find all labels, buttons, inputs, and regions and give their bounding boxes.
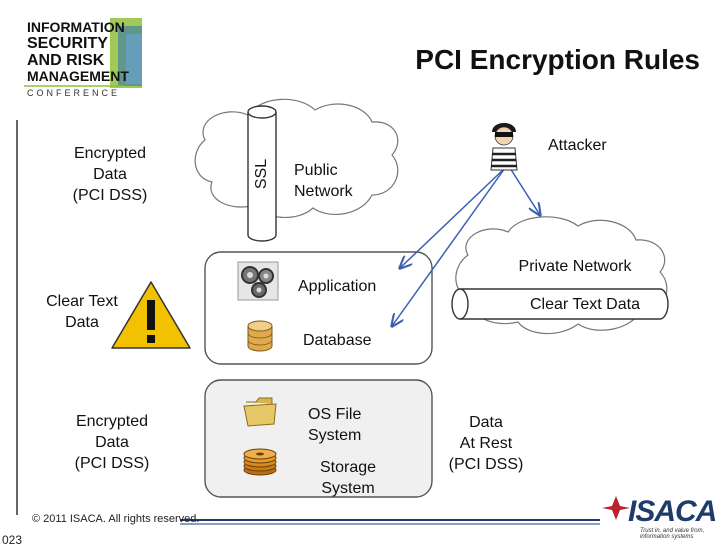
logo-line: AND RISK [27, 52, 105, 69]
attack-arrow-database [392, 167, 506, 326]
isaca-mark-icon [602, 496, 630, 520]
copyright-notice: © 2011 ISACA. All rights reserved. [32, 513, 200, 525]
logo-line: SECURITY [27, 35, 108, 52]
isaca-logo: ISACA [628, 495, 717, 528]
application-label: Application [298, 278, 377, 295]
clear-text-data-label: Clear Text Data [530, 296, 640, 313]
slide-title: PCI Encryption Rules [415, 44, 700, 75]
encrypted-data-top-label: Encrypted Data (PCI DSS) [72, 145, 148, 204]
gears-icon [237, 261, 279, 301]
logo-line: MANAGEMENT [27, 68, 129, 84]
logo-graphic [24, 18, 142, 88]
clear-text-left-label: Clear Text Data [46, 293, 118, 331]
public-network-label: Public Network [294, 162, 353, 200]
database-icon [247, 320, 273, 352]
burglar-icon [490, 123, 518, 171]
isaca-tagline: Trust in, and value from, information sy… [640, 528, 705, 540]
storage-system-label: Storage System [319, 459, 377, 497]
logo-line: INFORMATION [27, 19, 125, 35]
data-at-rest-label: Data At Rest (PCI DSS) [448, 414, 524, 473]
os-file-system-label: OS File System [308, 406, 362, 444]
slide-number: 023 [2, 533, 23, 547]
attacker-label: Attacker [548, 137, 607, 154]
private-network-label: Private Network [518, 258, 632, 275]
folder-icon [243, 397, 277, 427]
clear-text-pipe [451, 288, 669, 320]
public-network-cloud [194, 98, 399, 219]
encrypted-data-bottom-label: Encrypted Data (PCI DSS) [74, 413, 150, 472]
ssl-tunnel [247, 105, 277, 242]
warning-triangle-icon [111, 281, 191, 349]
ssl-label: SSL [253, 158, 270, 190]
attack-arrow-private [509, 167, 540, 215]
logo-conference: CONFERENCE [27, 88, 121, 98]
logo-wordmark: INFORMATION SECURITY AND RISK MANAGEMENT [27, 20, 129, 84]
disk-stack-icon [243, 448, 277, 476]
database-label: Database [303, 332, 372, 349]
attack-arrow-application [400, 167, 506, 268]
